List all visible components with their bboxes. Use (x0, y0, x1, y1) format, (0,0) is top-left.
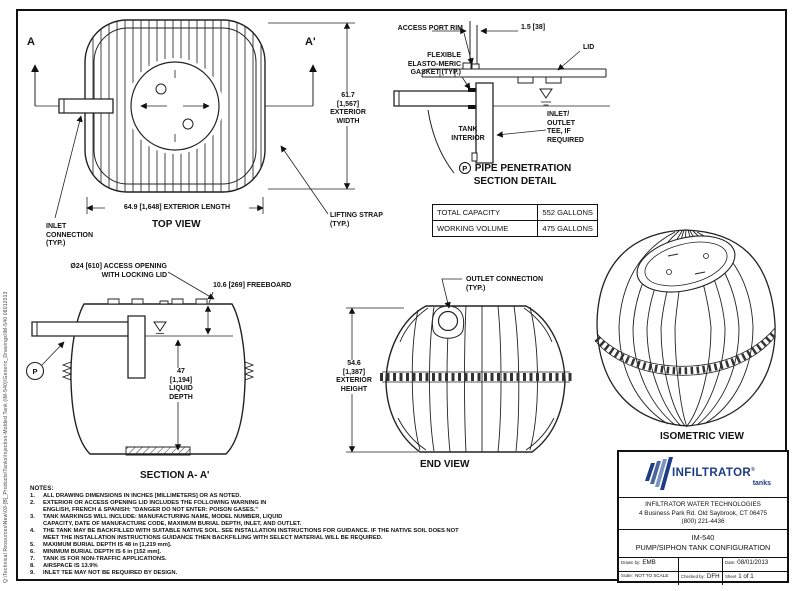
pipe-detail-caption-line2: SECTION DETAIL (473, 176, 557, 187)
lifting-strap-label: LIFTING STRAP (TYP.) (330, 212, 383, 228)
brand-name: INFILTRATOR® (672, 467, 756, 479)
inlet-leader-line (55, 115, 83, 218)
height-dimension-label: 54.6 [1,387] EXTERIOR HEIGHT (329, 360, 379, 395)
notes-block: NOTES: 1.ALL DRAWING DIMENSIONS IN INCHE… (30, 485, 586, 577)
checked-by-cell: Checked by:DFH (679, 572, 723, 585)
note-item: 2.EXTERIOR OR ACCESS OPENING LID INCLUDE… (30, 500, 267, 513)
section-marker-a: A (27, 36, 35, 48)
section-marker-a-prime: A' (305, 36, 316, 48)
date-cell: Date:08/01/2013 (723, 558, 787, 572)
company-name: INFILTRATOR WATER TECHNOLOGIES (645, 501, 761, 508)
lid-notch (518, 77, 533, 83)
top-view-drawing (31, 15, 375, 230)
access-opening-leader-line (168, 272, 215, 299)
isometric-chain-band (597, 333, 775, 371)
note-item: 7.TANK IS FOR NON-TRAFFIC APPLICATIONS. (30, 556, 167, 562)
lid-label: LID (583, 44, 595, 51)
empty-cell (679, 558, 723, 572)
liquid-depth-label: 47 [1,194] LIQUID DEPTH (155, 368, 207, 403)
rim-dimension-label: 1.5 [38] (521, 24, 546, 31)
length-dimension-label: 64.9 [1,648] EXTERIOR LENGTH (105, 204, 249, 213)
drawn-by-cell: Drawn by:EMB (619, 558, 679, 572)
width-dimension-label: 61.7 [1,567] EXTERIOR WIDTH (317, 92, 379, 127)
table-row: WORKING VOLUME 475 GALLONS (431, 220, 598, 237)
access-opening-circle (131, 62, 219, 150)
end-view-caption: END VIEW (420, 459, 470, 470)
title-block-grid: Drawn by:EMB Date:08/01/2013 Scale:NOT T… (619, 558, 787, 585)
brand-sub-label: tanks (752, 480, 771, 487)
section-p-icon: P (29, 365, 41, 377)
lid-bump (108, 299, 119, 304)
company-logo: INFILTRATOR® tanks (619, 452, 787, 498)
access-port-rim-label: ACCESS PORT RIM (397, 25, 463, 32)
note-item: 4.THE TANK MAY BE BACKFILLED WITH SUITAB… (30, 528, 459, 541)
isometric-view-caption: ISOMETRIC VIEW (660, 431, 744, 442)
tank-interior-label: TANK INTERIOR (451, 126, 485, 142)
table-row: TOTAL CAPACITY 552 GALLONS (431, 204, 598, 221)
lid-leader-line (557, 51, 580, 71)
bottom-hatch-pad (126, 447, 190, 455)
top-view-caption: TOP VIEW (152, 219, 201, 230)
lid-detail-circle (156, 84, 166, 94)
rim-leader-line (464, 33, 474, 65)
end-view-drawing (330, 268, 580, 480)
edge-file-path: Q:\Technical Resources\New\03-[B]_Produc… (3, 291, 9, 583)
water-level-symbol (154, 322, 166, 331)
isometric-lid-ellipse (631, 227, 741, 302)
inlet-outlet-tee (476, 83, 493, 163)
company-address: 4 Business Park Rd. Old Saybrook, CT 064… (639, 509, 767, 517)
note-item: 1.ALL DRAWING DIMENSIONS IN INCHES [MILL… (30, 493, 242, 499)
section-aa-caption: SECTION A- A' (140, 470, 210, 481)
rim-hardware (463, 63, 471, 69)
gasket-label: FLEXIBLE ELASTO-MERIC GASKET (TYP.) (407, 52, 461, 77)
pipe-detail-caption: P PIPE PENETRATION SECTION DETAIL (432, 162, 598, 187)
capacity-table: TOTAL CAPACITY 552 GALLONS WORKING VOLUM… (431, 204, 598, 237)
total-capacity-label: TOTAL CAPACITY (431, 204, 539, 221)
water-level-symbol (540, 89, 552, 98)
tank-wall-curve (428, 110, 454, 173)
side-lug-left (63, 362, 71, 380)
access-opening-label: Ø24 [610] ACCESS OPENING WITH LOCKING LI… (70, 263, 167, 279)
working-volume-value: 475 GALLONS (537, 220, 598, 237)
pipe-detail-caption-line1: PIPE PENETRATION (474, 162, 572, 174)
detail-symbol-p-icon: P (458, 162, 471, 174)
registered-mark: ® (751, 467, 756, 474)
tee-leader-line (496, 130, 546, 138)
title-block: INFILTRATOR® tanks INFILTRATOR WATER TEC… (617, 450, 789, 585)
tee-label: INLET/ OUTLET TEE, IF REQUIRED (547, 111, 584, 144)
inlet-pipe (59, 99, 113, 113)
scale-cell: Scale:NOT TO SCALE (619, 572, 679, 585)
p-leader-line (42, 341, 65, 365)
outlet-connection-label: OUTLET CONNECTION (TYP.) (466, 276, 543, 292)
notes-title: NOTES: (30, 485, 54, 492)
note-item: 5.MAXIMUM BURIAL DEPTH IS 48 in [1,219 m… (30, 542, 172, 548)
inlet-tee-section (128, 316, 145, 378)
logo-stripes-icon (645, 457, 673, 490)
working-volume-label: WORKING VOLUME (431, 220, 539, 237)
side-lug-right (245, 362, 253, 380)
drawing-title-area: IM-540 PUMP/SIPHON TANK CONFIGURATION (619, 530, 787, 558)
outlet-connection-circle (439, 312, 458, 331)
lid-notch (546, 77, 561, 83)
company-phone: (800) 221-4436 (681, 518, 725, 525)
company-info: INFILTRATOR WATER TECHNOLOGIES 4 Busines… (619, 498, 787, 530)
gasket-leader-line (462, 77, 471, 90)
note-item: 3.TANK MARKINGS WILL INCLUDE: MANUFACTUR… (30, 514, 302, 527)
outlet-leader-line (442, 279, 462, 309)
note-item: 9.INLET TEE MAY NOT BE REQUIRED BY DESIG… (30, 570, 178, 576)
note-item: 8.AIRSPACE IS 13.9% (30, 563, 98, 569)
inlet-connection-label: INLET CONNECTION (TYP.) (46, 223, 94, 248)
freeboard-label: 10.6 [269] FREEBOARD (213, 282, 292, 289)
isometric-drawing (583, 216, 795, 444)
lid-detail-circle (183, 119, 193, 129)
sheet-border (16, 9, 787, 581)
drawing-title: PUMP/SIPHON TANK CONFIGURATION (635, 543, 771, 553)
model-number: IM-540 (691, 533, 715, 542)
pipe-penetration-drawing (370, 15, 630, 200)
note-item: 6.MINIMUM BURIAL DEPTH IS 6 in [152 mm]. (30, 549, 162, 555)
lifting-strap-leader-line (280, 145, 328, 214)
inlet-pipe-section (32, 322, 134, 336)
